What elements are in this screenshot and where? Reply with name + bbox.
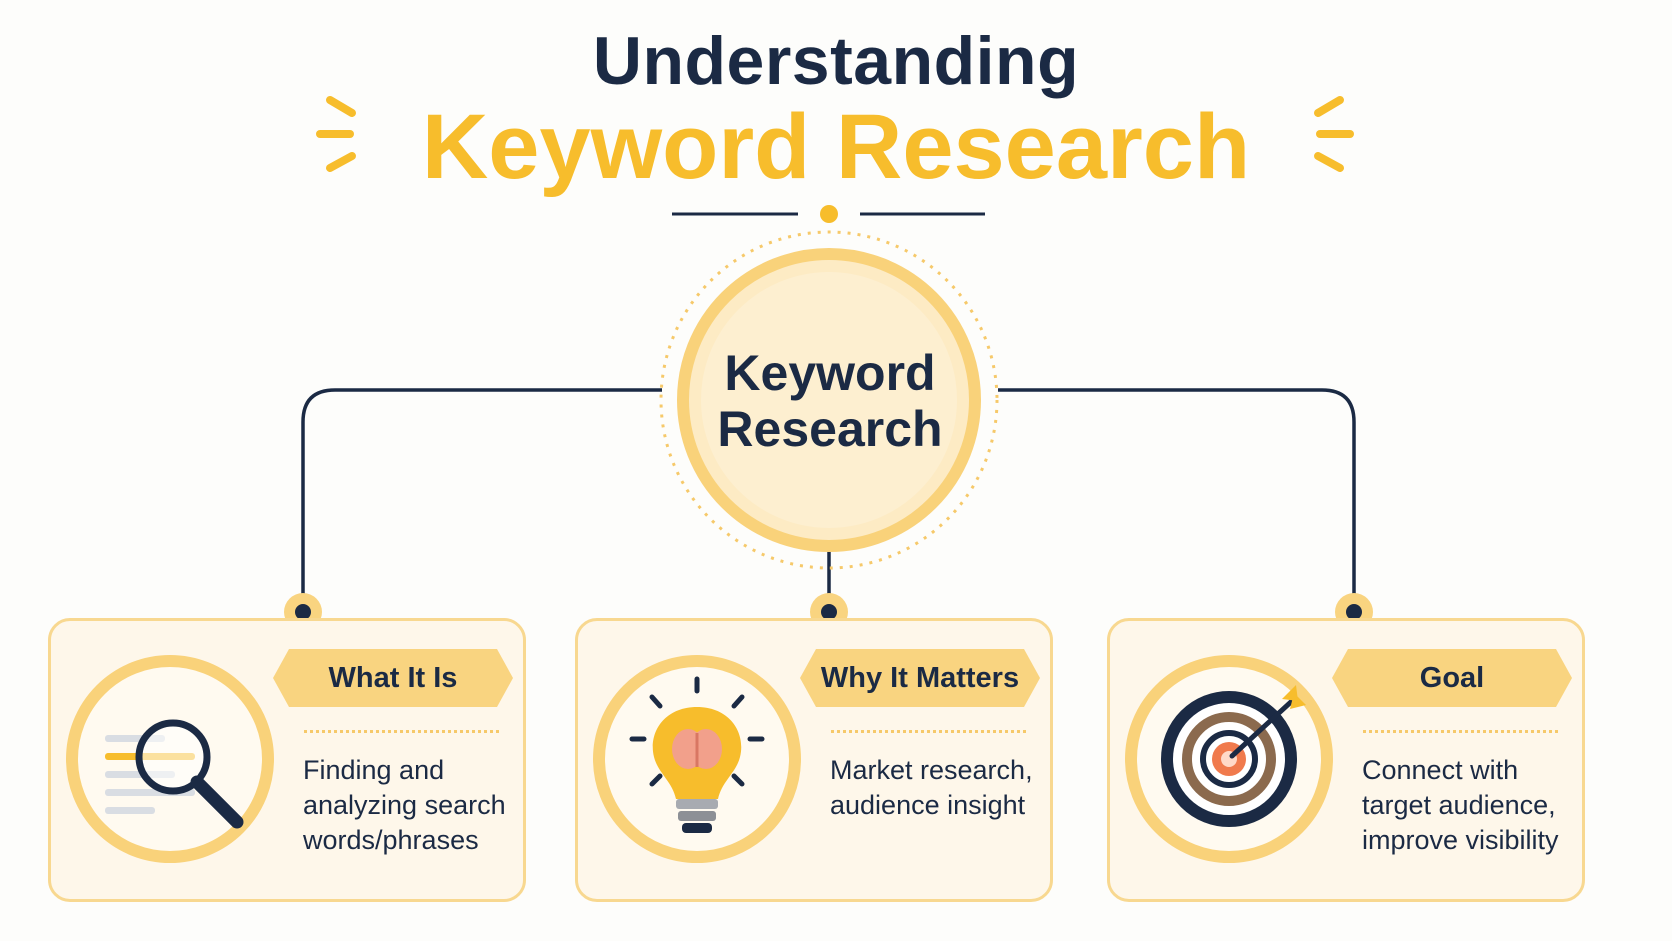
card-heading: Why It Matters bbox=[800, 649, 1040, 707]
card-description: Market research, audience insight bbox=[830, 755, 1033, 820]
target-arrow-icon bbox=[1125, 655, 1333, 863]
card-why-it-matters: Why It Matters Market research, audience… bbox=[575, 618, 1053, 902]
card-divider bbox=[1363, 730, 1558, 733]
hub-label-line2: Research bbox=[717, 401, 943, 457]
card-divider bbox=[304, 730, 499, 733]
title-keyword-research: Keyword Research bbox=[421, 96, 1251, 198]
card-description: Connect with target audience, improve vi… bbox=[1362, 755, 1559, 855]
title-understanding: Understanding bbox=[592, 23, 1080, 99]
sparkle-right-icon bbox=[1314, 96, 1354, 172]
hub-circle bbox=[659, 230, 999, 570]
magnifier-document-icon bbox=[66, 655, 274, 863]
card-divider bbox=[831, 730, 1026, 733]
title-divider bbox=[672, 205, 985, 223]
card-goal: Goal Connect with target audience, impro… bbox=[1107, 618, 1585, 902]
card-heading: Goal bbox=[1332, 649, 1572, 707]
sparkle-left-icon bbox=[316, 96, 356, 172]
hub-label-line1: Keyword bbox=[724, 345, 936, 401]
hub-label: Keyword Research bbox=[680, 345, 980, 457]
lightbulb-brain-icon bbox=[593, 655, 801, 863]
card-description: Finding and analyzing search words/phras… bbox=[303, 755, 506, 855]
card-what-it-is: What It Is Finding and analyzing search … bbox=[48, 618, 526, 902]
card-heading: What It Is bbox=[273, 649, 513, 707]
